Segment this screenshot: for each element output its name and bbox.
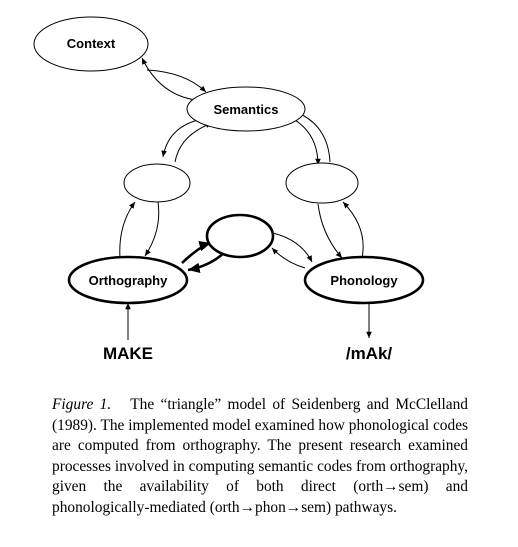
orthography-label: Orthography xyxy=(89,273,168,288)
node-hidden-left xyxy=(123,163,191,203)
node-semantics: Semantics xyxy=(186,86,306,132)
arrow-context-to-semantics xyxy=(146,69,207,93)
arrow-phonology-to-right-hidden xyxy=(342,201,364,259)
triangle-model-diagram: Context Semantics Orthography Phonology … xyxy=(33,16,425,363)
semantics-label: Semantics xyxy=(213,102,278,117)
node-phonology: Phonology xyxy=(303,255,425,305)
arrow-right-hidden-to-phonology xyxy=(317,203,343,259)
arrow-orthography-to-left-hidden xyxy=(119,201,136,259)
arrow-semantics-to-right-hidden xyxy=(294,119,321,166)
caption-text: The “triangle” model of Seidenberg and M… xyxy=(52,396,469,516)
figure-number: Figure 1. xyxy=(52,396,112,413)
arrow-bottom-hidden-to-phonology xyxy=(267,231,313,263)
arrow-semantics-to-left-hidden xyxy=(161,119,199,158)
arrow-bottom-hidden-to-orthography xyxy=(187,251,226,274)
context-label: Context xyxy=(67,36,116,51)
arrow-semantics-to-context xyxy=(141,57,197,101)
figure-caption: Figure 1. The “triangle” model of Seiden… xyxy=(52,395,468,519)
arrow-phonology-to-bottom-hidden xyxy=(271,247,306,269)
node-hidden-right xyxy=(285,162,359,204)
arrow-left-hidden-to-semantics xyxy=(174,122,213,163)
input-word-label: MAKE xyxy=(103,344,153,363)
arrow-orthography-to-bottom-hidden xyxy=(181,241,212,264)
arrow-right-hidden-to-semantics xyxy=(295,111,331,163)
phonology-label: Phonology xyxy=(330,273,398,288)
output-phonology-label: /mAk/ xyxy=(346,344,393,363)
arrow-left-hidden-to-orthography xyxy=(144,201,160,257)
node-orthography: Orthography xyxy=(67,255,189,305)
node-context: Context xyxy=(33,16,149,72)
node-hidden-bottom xyxy=(205,213,275,259)
